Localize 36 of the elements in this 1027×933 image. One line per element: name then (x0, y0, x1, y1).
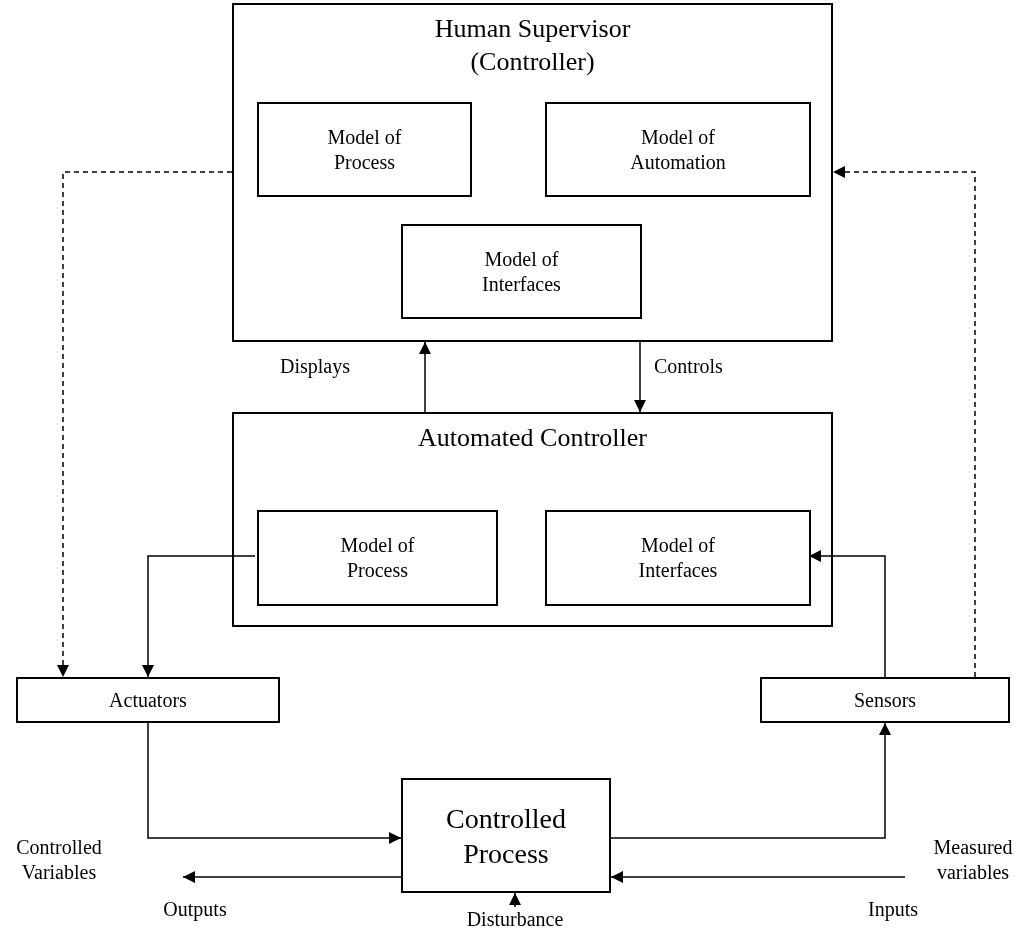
annotation-label: Measured variables (932, 835, 1014, 885)
arrow (57, 171, 233, 678)
node-label: Model of Process (326, 124, 403, 175)
process-box (545, 510, 811, 606)
node-label: Actuators (109, 687, 187, 713)
arrow (182, 871, 402, 883)
annotation-label: Outputs (162, 897, 228, 922)
container-box (232, 3, 833, 342)
node-label: Model of Process (339, 533, 416, 583)
node-label: Controlled Process (445, 801, 567, 871)
process-box (257, 510, 498, 606)
process-box (257, 102, 472, 197)
annotation-label: Controlled Variables (15, 835, 103, 885)
arrow (832, 166, 976, 678)
arrow (634, 341, 646, 413)
process-box (401, 778, 611, 893)
arrow (610, 722, 891, 839)
arrow (808, 550, 886, 678)
arrow (142, 555, 256, 678)
container-box (232, 412, 833, 627)
node-label: Sensors (853, 687, 917, 713)
arrow (419, 341, 431, 413)
arrow (610, 871, 906, 883)
arrow (147, 722, 402, 844)
process-box (16, 677, 280, 723)
node-label: Disturbance (466, 906, 564, 932)
node-label: Model of Interfaces (637, 533, 719, 583)
node-label: Model of Interfaces (481, 246, 562, 297)
node-label: Human Supervisor (Controller) (433, 13, 632, 78)
arrow (509, 892, 521, 908)
node-label: Automated Controller (418, 422, 647, 454)
process-box (401, 224, 642, 319)
process-box (760, 677, 1010, 723)
node-label: Model of Automation (629, 124, 727, 175)
process-box (545, 102, 811, 197)
annotation-label: Inputs (867, 897, 919, 922)
